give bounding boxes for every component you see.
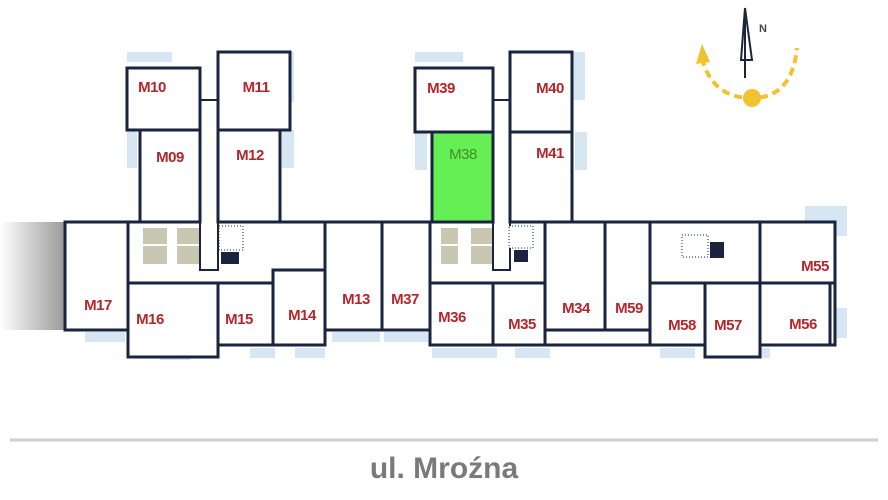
unit-m56[interactable]: M56 <box>758 281 832 347</box>
north-label: N <box>759 23 767 35</box>
unit-m37[interactable]: M37 <box>380 220 432 332</box>
unit-m36[interactable]: M36 <box>428 281 495 347</box>
unit-label: M36 <box>438 309 466 326</box>
staircases <box>218 225 724 264</box>
unit-label: M39 <box>427 80 455 97</box>
unit-m35[interactable]: M35 <box>491 281 547 347</box>
unit-label: M14 <box>288 307 317 324</box>
unit-label: M37 <box>391 291 419 308</box>
unit-m55[interactable]: M55 <box>758 220 837 285</box>
unit-label: M15 <box>225 311 253 328</box>
unit-label: M13 <box>342 291 370 308</box>
unit-label: M10 <box>138 79 166 96</box>
unit-label: M16 <box>136 311 164 328</box>
unit-shape[interactable] <box>508 130 574 224</box>
unit-label: M40 <box>536 80 564 97</box>
unit-shape[interactable] <box>758 220 837 285</box>
unit-label: M58 <box>668 317 696 334</box>
unit-m58[interactable]: M58 <box>648 281 707 347</box>
unit-m40[interactable]: M40 <box>508 50 574 134</box>
unit-label: M12 <box>236 147 264 164</box>
unit-m39[interactable]: M39 <box>413 66 495 134</box>
unit-shape[interactable] <box>138 128 202 224</box>
compass: N <box>696 7 799 107</box>
sun-arrow-icon <box>696 44 710 64</box>
unit-m11[interactable]: M11 <box>216 50 292 132</box>
unit-m12[interactable]: M12 <box>216 128 282 224</box>
unit-shape[interactable] <box>125 66 202 132</box>
unit-m38[interactable]: M38 <box>430 130 495 224</box>
unit-m57[interactable]: M57 <box>703 281 762 359</box>
unit-shape[interactable] <box>491 281 547 347</box>
unit-label: M56 <box>789 316 817 333</box>
unit-shape[interactable] <box>216 281 275 347</box>
corridor <box>492 99 511 271</box>
street-name: ul. Mroźna <box>369 452 519 485</box>
unit-m15[interactable]: M15 <box>216 281 275 347</box>
unit-shape[interactable] <box>758 281 832 347</box>
unit-m34[interactable]: M34 <box>543 220 607 332</box>
unit-m17[interactable]: M17 <box>63 220 130 332</box>
elevator-shafts <box>143 228 492 264</box>
unit-m14[interactable]: M14 <box>271 268 327 347</box>
unit-label: M55 <box>801 258 829 275</box>
unit-m09[interactable]: M09 <box>138 128 202 224</box>
unit-label: M35 <box>508 316 536 333</box>
unit-m41[interactable]: M41 <box>508 130 574 224</box>
unit-label: M57 <box>714 317 742 334</box>
unit-shape[interactable] <box>126 281 220 359</box>
neighbor-building <box>0 222 65 330</box>
corridor <box>199 99 219 271</box>
unit-shape[interactable] <box>543 220 607 332</box>
unit-m13[interactable]: M13 <box>323 220 384 332</box>
unit-label: M11 <box>243 79 270 96</box>
unit-label: M38 <box>449 146 477 163</box>
north-arrow-icon <box>739 7 754 78</box>
unit-shape[interactable] <box>323 220 384 332</box>
unit-shape[interactable] <box>430 130 495 224</box>
unit-shape[interactable] <box>648 281 707 347</box>
unit-m59[interactable]: M59 <box>603 220 652 332</box>
unit-shape[interactable] <box>271 268 327 347</box>
unit-shape[interactable] <box>216 50 292 132</box>
unit-m16[interactable]: M16 <box>126 281 220 359</box>
unit-shape[interactable] <box>413 66 495 134</box>
unit-label: M41 <box>536 145 564 162</box>
unit-label: M17 <box>84 297 112 314</box>
sun-icon <box>743 89 761 107</box>
unit-label: M09 <box>156 149 184 166</box>
unit-shape[interactable] <box>428 281 495 347</box>
unit-m10[interactable]: M10 <box>125 66 202 132</box>
unit-shape[interactable] <box>216 128 282 224</box>
unit-shape[interactable] <box>380 220 432 332</box>
unit-label: M34 <box>562 300 591 317</box>
unit-shape[interactable] <box>603 220 652 332</box>
unit-shape[interactable] <box>63 220 130 332</box>
unit-label: M59 <box>615 300 643 317</box>
